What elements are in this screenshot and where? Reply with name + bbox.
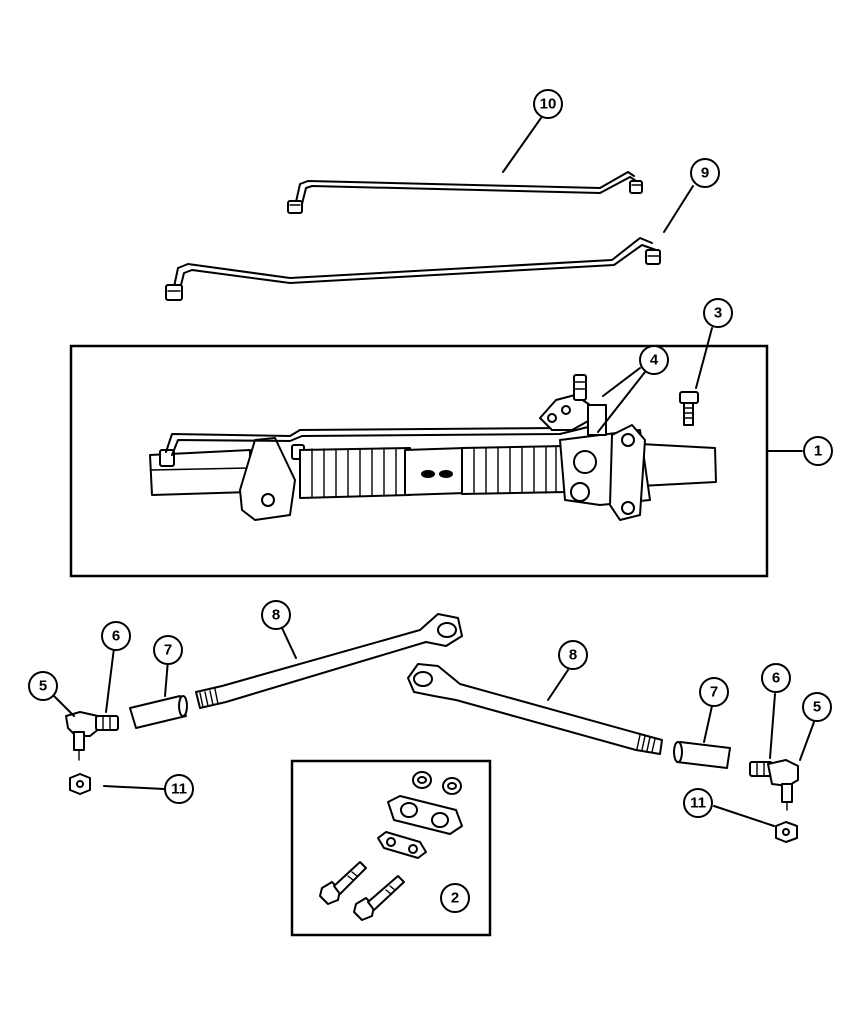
callout-7-right-label: 7: [710, 684, 718, 701]
callout-3-label: 3: [714, 305, 722, 322]
pressure-line-9: [165, 237, 661, 301]
callout-6-right: 6: [761, 663, 791, 693]
bolt-3: [679, 391, 699, 426]
callout-1-label: 1: [814, 443, 822, 460]
steering-gear-box: [69, 344, 769, 578]
callout-9-label: 9: [701, 165, 709, 182]
leader-5-left: [53, 695, 75, 717]
tie-rod-right-8: [407, 663, 663, 755]
callout-8-left-label: 8: [272, 607, 280, 624]
leader-11-left: [103, 785, 165, 790]
tie-rod-adjuster-left-6: [95, 715, 119, 731]
callout-7-left-label: 7: [164, 642, 172, 659]
leader-8-right: [547, 669, 569, 701]
leader-9: [663, 185, 694, 233]
mounting-kit-box: [290, 759, 492, 937]
callout-1: 1: [803, 436, 833, 466]
sleeve-left-7: [129, 695, 188, 729]
leader-5-right: [799, 721, 815, 761]
leader-6-left: [105, 647, 115, 713]
callout-7-left: 7: [153, 635, 183, 665]
callout-2: 2: [440, 883, 470, 913]
leader-4a: [602, 367, 641, 397]
callout-8-right-label: 8: [569, 647, 577, 664]
callout-9: 9: [690, 158, 720, 188]
callout-4: 4: [639, 345, 669, 375]
callout-10-label: 10: [540, 96, 557, 113]
callout-11-left: 11: [164, 774, 194, 804]
pressure-line-10: [287, 171, 643, 214]
callout-11-left-label: 11: [171, 781, 187, 798]
callout-7-right: 7: [699, 677, 729, 707]
tie-rod-end-left-5: [65, 711, 101, 761]
leader-6-right: [769, 693, 776, 759]
leader-7-right: [703, 705, 713, 743]
leader-10: [502, 117, 542, 173]
leader-7-left: [164, 659, 169, 697]
nut-right-11: [775, 821, 798, 843]
callout-4-label: 4: [650, 352, 659, 369]
callout-8-left: 8: [261, 600, 291, 630]
steering-gear-1: [149, 374, 717, 521]
leader-8-left: [281, 627, 297, 659]
callout-8-right: 8: [558, 640, 588, 670]
callout-5-right-label: 5: [813, 699, 821, 716]
callout-5-left: 5: [28, 671, 58, 701]
callout-3: 3: [703, 298, 733, 328]
callout-2-label: 2: [451, 890, 459, 907]
callout-6-right-label: 6: [772, 670, 780, 687]
callout-10: 10: [533, 89, 563, 119]
callout-5-left-label: 5: [39, 678, 47, 695]
leader-11-right: [713, 805, 775, 827]
callout-5-right: 5: [802, 692, 832, 722]
leader-4b: [597, 371, 646, 433]
nut-left-11: [69, 773, 91, 795]
callout-6-left-label: 6: [112, 628, 120, 645]
tie-rod-left-8: [195, 613, 463, 709]
callout-6-left: 6: [101, 621, 131, 651]
mounting-kit-2: [319, 771, 463, 921]
leader-3: [695, 327, 713, 389]
tie-rod-end-right-5: [767, 759, 799, 811]
sleeve-right-7: [673, 741, 731, 769]
callout-11-right: 11: [683, 788, 713, 818]
callout-11-right-label: 11: [690, 795, 706, 812]
